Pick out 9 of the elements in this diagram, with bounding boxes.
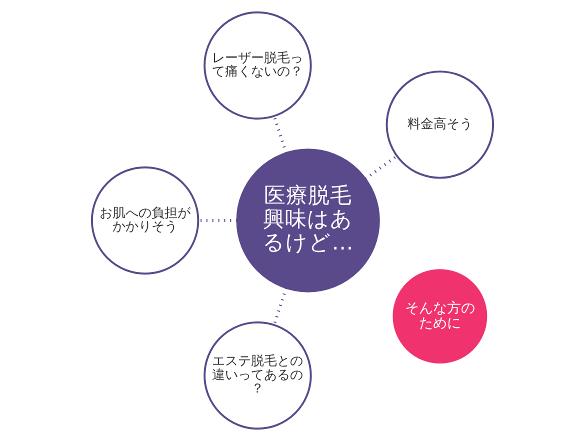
connector (272, 288, 288, 325)
node-circle: エステ脱毛との違いってあるの？ (203, 321, 312, 430)
node-circle: そんな方のために (392, 269, 487, 364)
node-circle: 医療脱毛興味はあるけど… (236, 148, 380, 292)
node-circle: 料金高そう (385, 70, 494, 179)
node-circle: レーザー脱毛って痛くないの？ (203, 11, 312, 120)
connector (272, 116, 288, 154)
connector (364, 155, 397, 180)
node-circle: お肌への負担がかかりそう (90, 166, 199, 275)
